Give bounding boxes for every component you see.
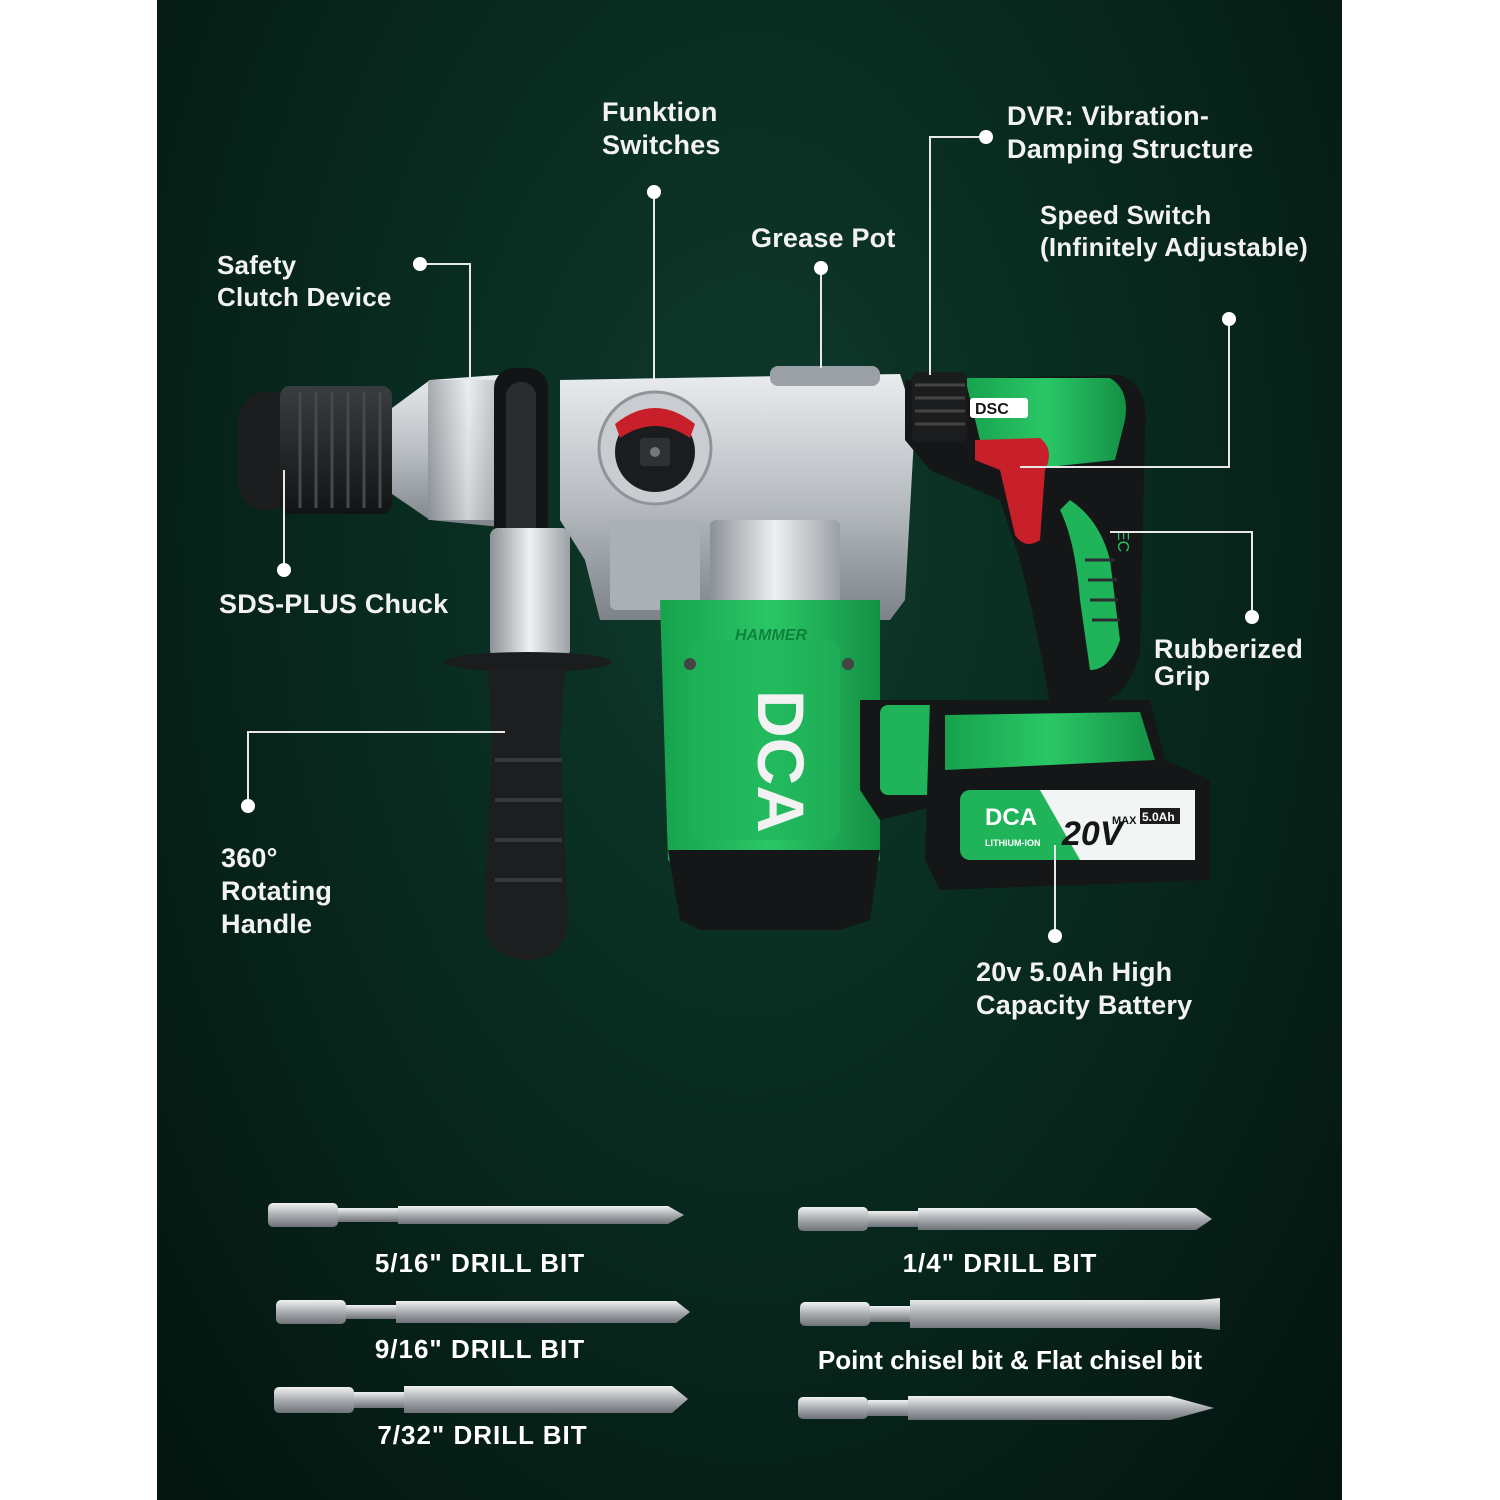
battery-max-text: MAX	[1112, 815, 1137, 827]
drill-bit-7-32-image	[274, 1386, 688, 1413]
brand-logo-text: DCA	[744, 690, 818, 833]
label-line: Switches	[602, 129, 721, 160]
battery-brand-text: DCA	[985, 804, 1037, 831]
label-battery: 20v 5.0Ah High Capacity Battery	[976, 956, 1192, 1022]
safety-clutch-housing	[392, 374, 510, 528]
label-line: SDS-PLUS Chuck	[219, 589, 449, 619]
battery-capacity-text: 5.0Ah	[1142, 810, 1175, 824]
label-line: (Infinitely Adjustable)	[1040, 231, 1308, 262]
label-line: Damping Structure	[1007, 133, 1254, 164]
label-line: Clutch Device	[217, 281, 392, 312]
label-line: Speed Switch	[1040, 200, 1212, 230]
function-switch	[597, 390, 713, 506]
label-line: Safety	[217, 250, 297, 280]
bit-label-1-4: 1/4" DRILL BIT	[902, 1248, 1098, 1278]
rotating-side-handle	[444, 652, 612, 960]
label-rubberized-grip: Rubberized Grip	[1154, 636, 1303, 690]
battery-tech-text: LITHIUM-ION	[985, 838, 1041, 848]
rotary-hammer	[238, 366, 1210, 960]
label-line: DVR: Vibration-	[1007, 101, 1210, 131]
label-line: Grip	[1154, 661, 1211, 691]
label-line: 20v 5.0Ah High	[976, 957, 1173, 987]
ec-grip-text: EC	[1114, 530, 1131, 552]
label-line: Funktion	[602, 97, 718, 127]
label-line: 360°	[221, 843, 278, 873]
hammer-side-text: HAMMER	[735, 627, 807, 644]
drill-bit-1-4-image	[798, 1207, 1212, 1231]
label-line: Handle	[221, 908, 313, 939]
speed-switch-trigger	[970, 398, 1049, 544]
callout-dots	[241, 130, 1259, 943]
bit-label-9-16: 9/16" DRILL BIT	[374, 1334, 586, 1364]
label-dvr: DVR: Vibration- Damping Structure	[1007, 100, 1253, 166]
label-sds-plus-chuck: SDS-PLUS Chuck	[219, 588, 448, 621]
label-line: Rubberized	[1154, 634, 1304, 664]
drill-bit-9-16-image	[276, 1300, 690, 1324]
label-line: Capacity Battery	[976, 989, 1193, 1020]
dsc-badge-text: DSC	[975, 401, 1009, 418]
battery-pack	[925, 700, 1210, 890]
flat-chisel-bit-image	[800, 1298, 1220, 1330]
label-line: Grease Pot	[751, 223, 896, 253]
bit-label-chisels: Point chisel bit & Flat chisel bit	[817, 1345, 1203, 1375]
label-speed-switch: Speed Switch (Infinitely Adjustable)	[1040, 200, 1308, 263]
point-chisel-bit-image	[798, 1396, 1214, 1420]
motor-housing	[660, 600, 880, 930]
side-handle-clamp	[490, 368, 570, 658]
sds-plus-chuck	[238, 386, 392, 514]
gear-housing	[560, 366, 915, 620]
callout-lines	[247, 136, 1253, 936]
bit-label-7-32: 7/32" DRILL BIT	[377, 1420, 588, 1450]
bit-label-5-16: 5/16" DRILL BIT	[374, 1248, 586, 1278]
label-safety-clutch: Safety Clutch Device	[217, 250, 392, 313]
accessory-bits	[268, 1203, 1220, 1420]
label-line: Rotating	[221, 875, 333, 906]
battery-voltage-text: 20V	[1061, 815, 1126, 853]
drill-bit-5-16-image	[268, 1203, 684, 1227]
label-rotating-handle: 360° Rotating Handle	[221, 842, 332, 941]
label-grease-pot: Grease Pot	[751, 222, 896, 255]
label-funktion-switches: Funktion Switches	[602, 96, 721, 162]
